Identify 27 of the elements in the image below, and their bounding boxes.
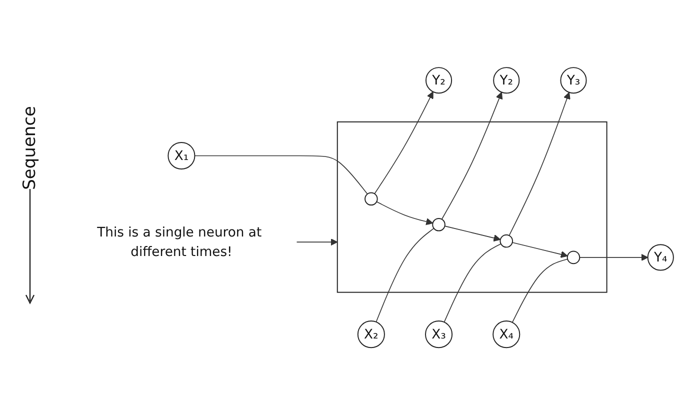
arrow	[296, 238, 338, 246]
arrow	[579, 254, 648, 261]
node-circle	[432, 218, 446, 232]
arrow	[444, 226, 501, 242]
connector	[376, 228, 434, 322]
node-circle: X₃	[425, 320, 453, 348]
node-circle: Y₂	[426, 66, 452, 94]
node-circle: Y₃	[560, 66, 587, 94]
connector	[194, 155, 368, 194]
arrow	[441, 92, 503, 220]
arrow	[508, 92, 570, 236]
arrow	[374, 91, 434, 194]
node-circle: X₂	[357, 320, 385, 348]
node-circle: Y₄	[647, 244, 674, 271]
node-circle: X₄	[492, 320, 520, 348]
node-circle: Y₂	[493, 66, 520, 94]
axis-label: Sequence	[20, 106, 40, 190]
arrow	[376, 201, 434, 226]
connector	[444, 243, 502, 322]
cluster	[336, 121, 608, 293]
node-circle: X₁	[168, 142, 196, 170]
node-circle	[500, 234, 514, 248]
node-circle	[566, 250, 580, 264]
node-text: This is a single neuron at different times!	[97, 224, 262, 260]
node-circle	[364, 192, 378, 206]
arrow	[512, 242, 568, 258]
connector	[512, 258, 568, 323]
